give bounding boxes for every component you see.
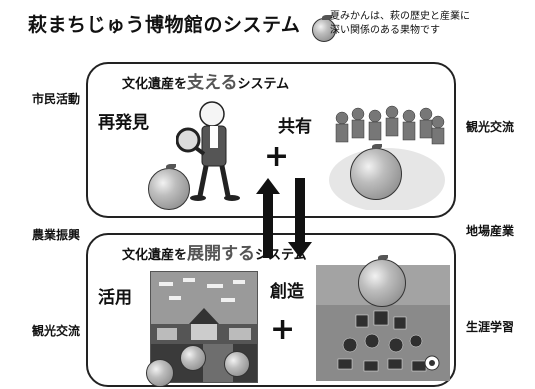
magnifier-person-illustration — [175, 92, 260, 212]
orange-bottom-left-3 — [224, 351, 250, 377]
deploy-system-box: 文化遺産を展開するシステム 活用 創造 + — [86, 233, 456, 387]
page-title: 萩まちじゅう博物館のシステム — [28, 14, 301, 36]
support-system-heading: 文化遺産を支えるシステム — [122, 68, 289, 93]
orange-top-right — [350, 148, 402, 200]
sharing-label: 共有 — [278, 117, 312, 137]
orange-note: 夏みかんは、萩の歴史と産業に 深い関係のある果物です — [330, 10, 470, 38]
side-label-right-bottom: 生涯学習 — [466, 320, 515, 334]
side-label-right-middle: 地場産業 — [466, 224, 515, 238]
orange-leaf-icon — [322, 15, 332, 20]
side-label-left-middle: 農業振興 — [32, 228, 81, 242]
side-label-left-bottom: 観光交流 — [32, 324, 81, 338]
heading-pre: 文化遺産を — [122, 248, 188, 263]
orange-top-left-leaf-icon — [166, 164, 176, 169]
plus-sign-top: + — [264, 139, 290, 174]
note-line-2: 深い関係のある果物です — [330, 25, 440, 36]
heading-post: システム — [237, 77, 290, 92]
plus-sign-bottom: + — [270, 312, 296, 347]
heading-emphasis: 支える — [187, 73, 238, 93]
side-label-left-top: 市民活動 — [32, 92, 81, 106]
support-system-box: 文化遺産を支えるシステム 再発見 共有 + — [86, 62, 456, 218]
orange-bottom-left-1 — [146, 359, 174, 387]
rediscovery-label: 再発見 — [98, 113, 149, 133]
note-line-1: 夏みかんは、萩の歴史と産業に — [330, 11, 470, 22]
orange-top-right-leaf-icon — [372, 144, 382, 149]
orange-bottom-right-leaf-icon — [378, 255, 388, 260]
orange-bottom-right — [358, 259, 406, 307]
heading-emphasis: 展開する — [187, 244, 256, 264]
side-label-right-top: 観光交流 — [466, 120, 515, 134]
creation-label: 創造 — [270, 282, 304, 302]
utilization-label: 活用 — [98, 288, 132, 308]
arrow-down-icon — [288, 178, 312, 258]
orange-bottom-left-2 — [180, 345, 206, 371]
heading-pre: 文化遺産を — [122, 77, 188, 92]
orange-top-left — [148, 168, 190, 210]
arrow-up-icon — [256, 178, 280, 258]
